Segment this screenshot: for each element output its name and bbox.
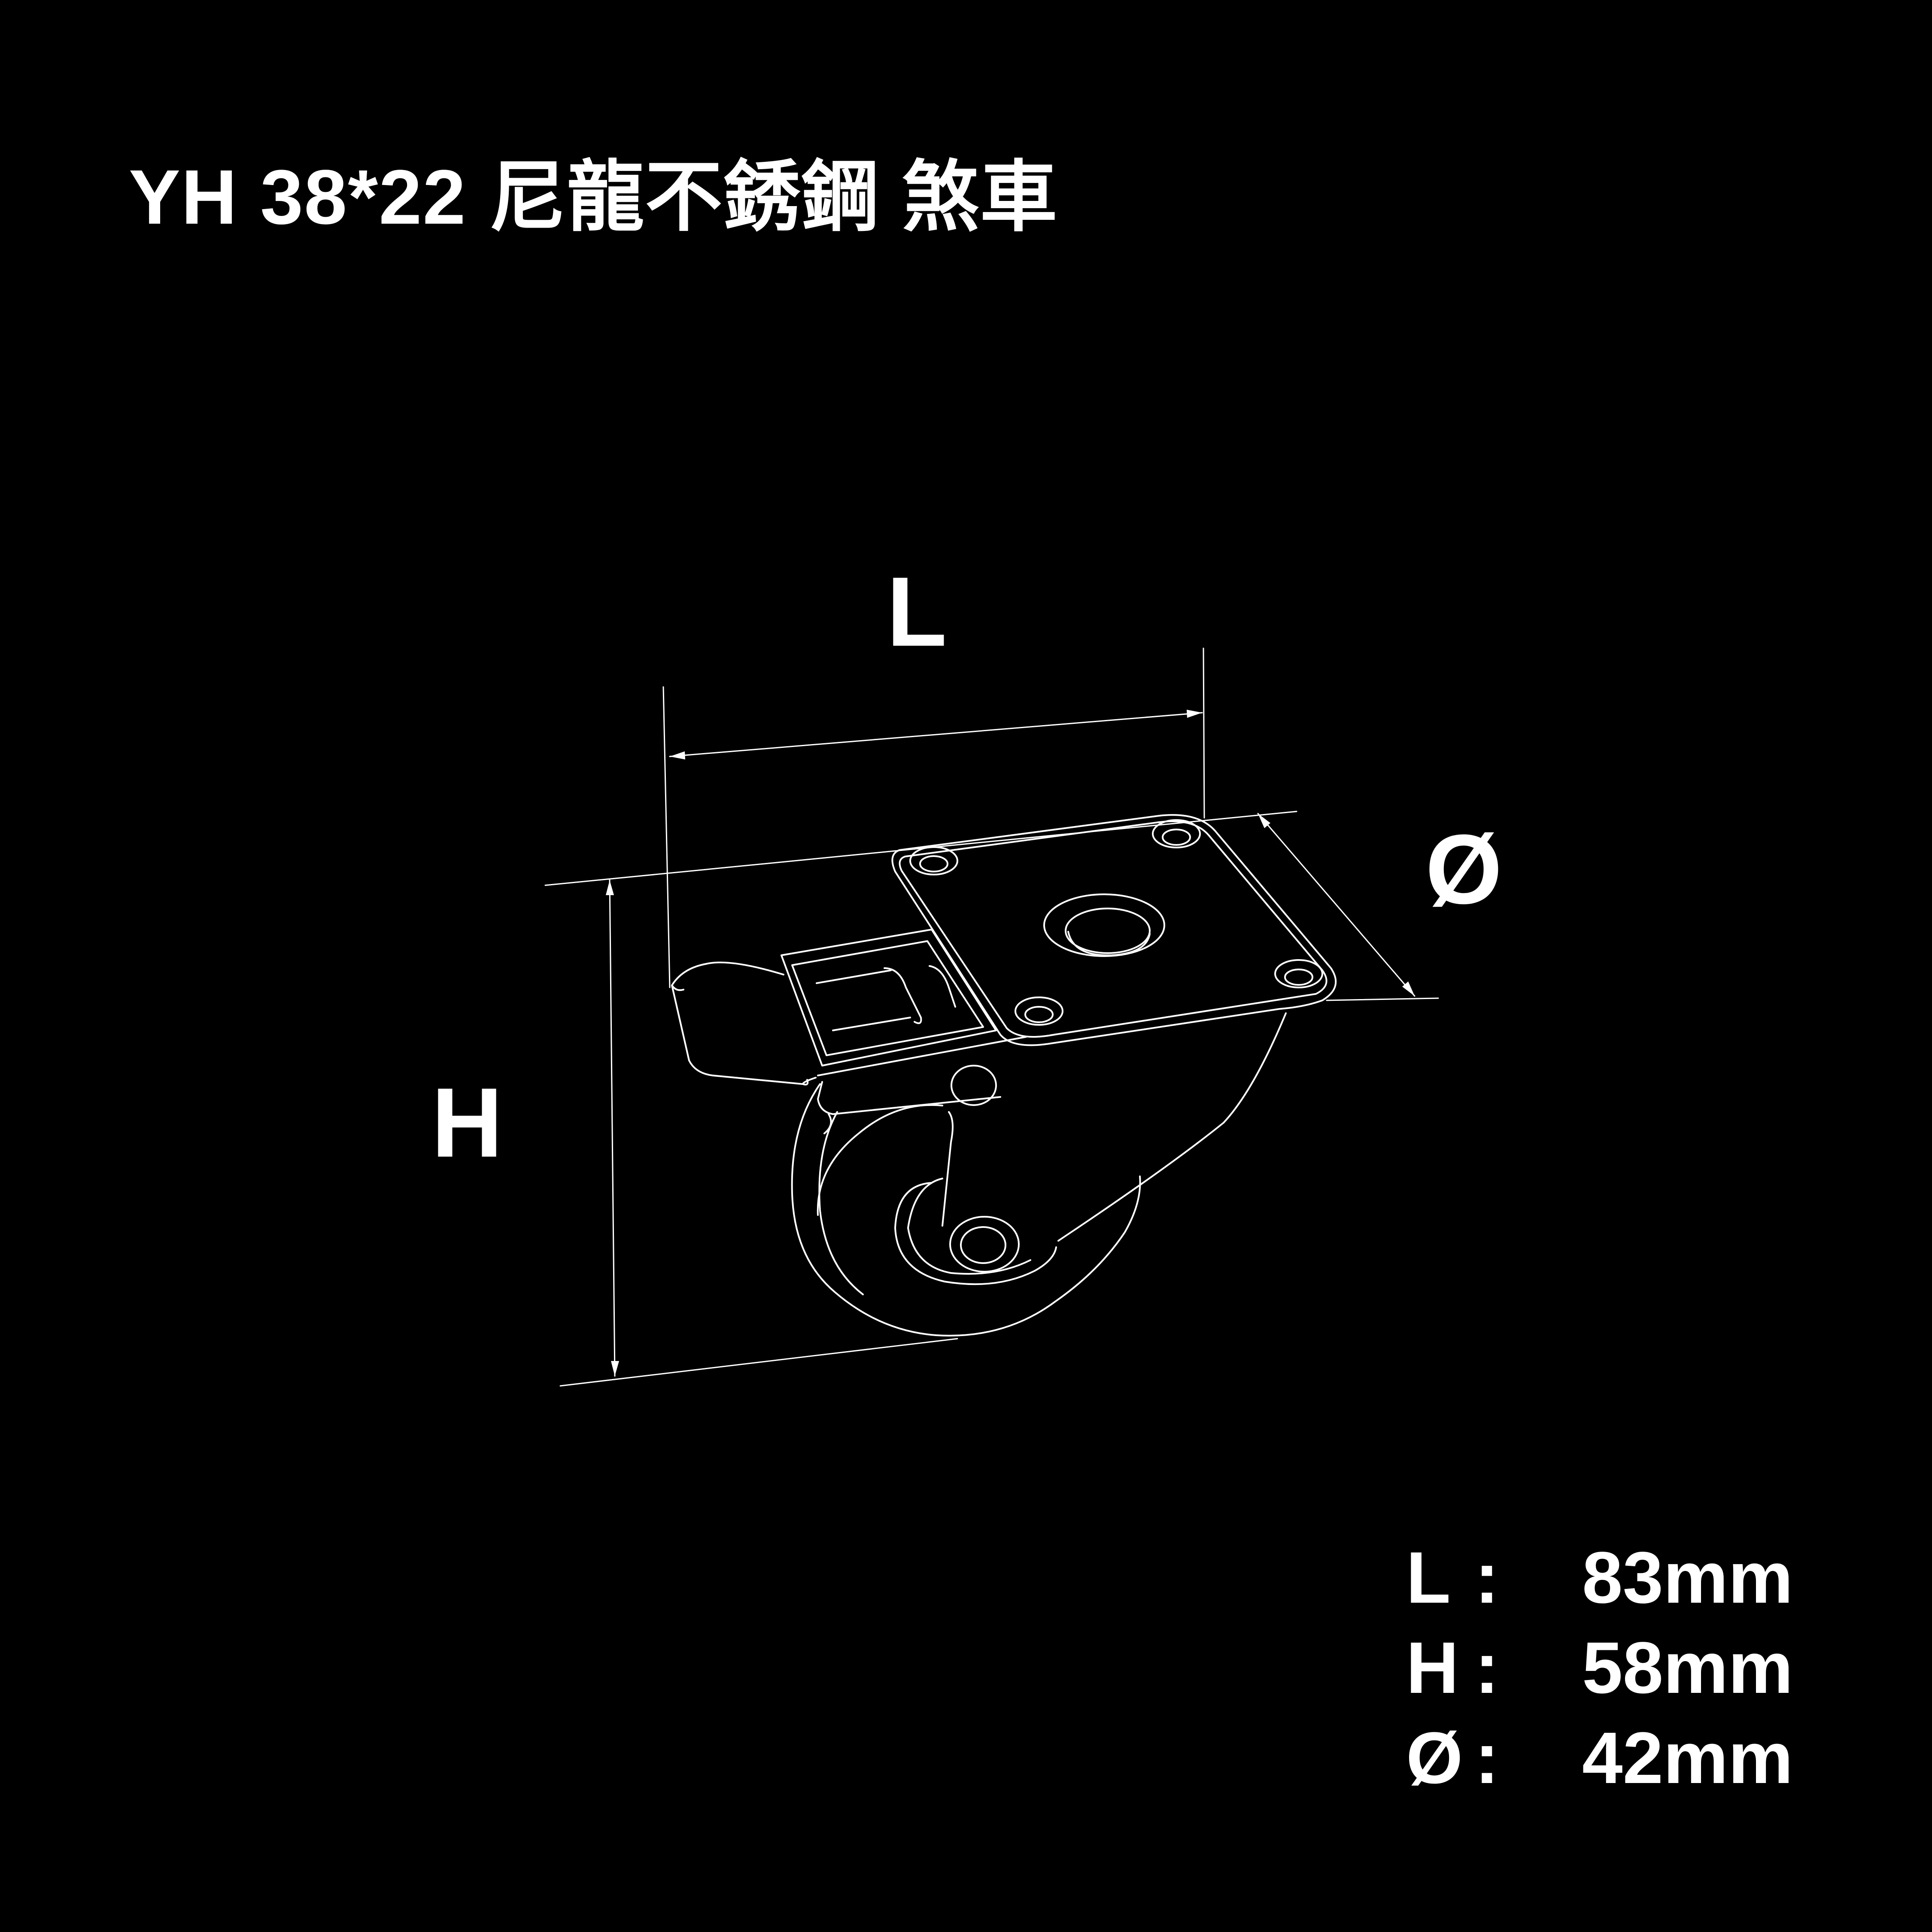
product-title: YH 38*22 尼龍不銹鋼 煞車 bbox=[129, 154, 1058, 240]
dimension-diameter-lines bbox=[1257, 813, 1439, 1001]
dimension-label-l: L bbox=[887, 556, 947, 667]
spec-colon: : bbox=[1475, 1717, 1499, 1799]
brake-assembly bbox=[671, 929, 997, 1086]
spec-value-height: 58mm bbox=[1582, 1627, 1793, 1709]
spec-row-height: H : 58mm bbox=[1406, 1631, 1835, 1722]
spec-key: L bbox=[1406, 1537, 1451, 1619]
spec-value-diameter: 42mm bbox=[1582, 1717, 1793, 1799]
dimension-label-h: H bbox=[431, 1067, 503, 1178]
mounting-plate bbox=[891, 814, 1337, 1046]
spec-colon: : bbox=[1475, 1627, 1499, 1709]
spec-table: L : 83mm H : 58mm Ø : 42mm bbox=[1406, 1541, 1835, 1812]
bolt-holes bbox=[909, 819, 1323, 1026]
kingpin bbox=[1043, 893, 1165, 957]
caster-fork bbox=[817, 1012, 1287, 1242]
spec-key: H bbox=[1406, 1627, 1459, 1709]
dimension-label-diameter: Ø bbox=[1425, 814, 1502, 924]
caster-wheel bbox=[791, 1083, 1141, 1337]
spec-value-length: 83mm bbox=[1582, 1537, 1793, 1619]
spec-row-diameter: Ø : 42mm bbox=[1406, 1722, 1835, 1812]
spec-row-length: L : 83mm bbox=[1406, 1541, 1835, 1631]
dimension-l-lines bbox=[662, 647, 1205, 988]
spec-colon: : bbox=[1475, 1537, 1499, 1619]
dimension-h-lines bbox=[544, 811, 1297, 1387]
spec-key: Ø bbox=[1406, 1717, 1463, 1799]
